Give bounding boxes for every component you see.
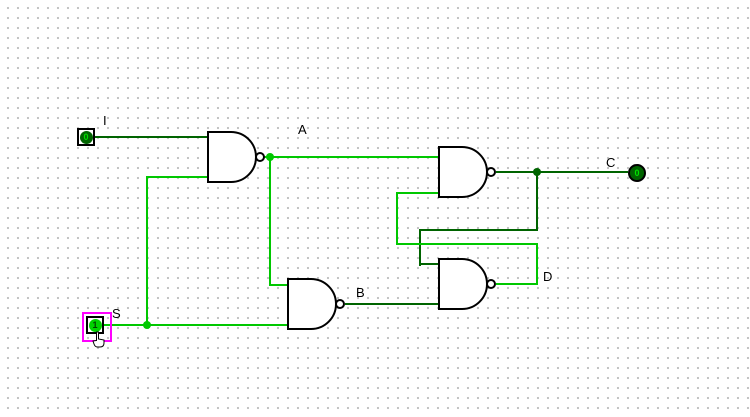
wire-junction-dot [533,168,541,176]
nand-gate-1[interactable] [207,131,266,183]
pin-i-value: 0 [79,130,93,144]
label-input-s: S [112,306,121,321]
wire-c-feedback-vertical-left[interactable] [419,229,421,266]
wire-d-feedback-vertical-left[interactable] [396,192,398,245]
wire-d-output[interactable] [496,283,538,285]
label-node-d: D [543,269,553,284]
wire-i-to-gate1[interactable] [95,136,207,138]
wire-junction-dot [266,153,274,161]
wire-b-to-gate4[interactable] [345,303,438,305]
wire-a-to-gate3[interactable] [269,284,287,286]
label-node-a: A [298,122,307,137]
label-node-b: B [356,285,365,300]
label-input-i: I [103,113,107,128]
nand-gate-3[interactable] [287,278,346,330]
wire-junction-dot [143,321,151,329]
input-pin-i[interactable]: 0 [77,128,95,146]
nand-gate-2[interactable] [438,146,497,198]
wire-c-to-output[interactable] [496,171,628,173]
wire-c-feedback-vertical-right[interactable] [536,171,538,231]
input-pin-s[interactable]: 1 [86,316,104,334]
wire-s-to-gate1[interactable] [146,176,207,178]
wire-c-feedback-horizontal[interactable] [419,229,538,231]
wire-d-feedback-to-gate2[interactable] [396,192,438,194]
wire-a-branch-vertical[interactable] [269,156,271,286]
wire-s-horizontal[interactable] [104,324,287,326]
wire-c-feedback-to-gate4[interactable] [419,263,438,265]
label-output-c: C [606,155,616,170]
nand-gate-4[interactable] [438,258,497,310]
pin-c-value: 0 [634,168,640,178]
hand-cursor-icon [92,331,106,353]
wire-a-horizontal[interactable] [264,156,438,158]
wire-s-branch-vertical[interactable] [146,176,148,326]
pin-s-value: 1 [88,318,102,332]
wire-d-feedback-vertical-right[interactable] [536,243,538,285]
output-pin-c[interactable]: 0 [628,164,646,182]
wire-d-feedback-horizontal[interactable] [396,243,538,245]
